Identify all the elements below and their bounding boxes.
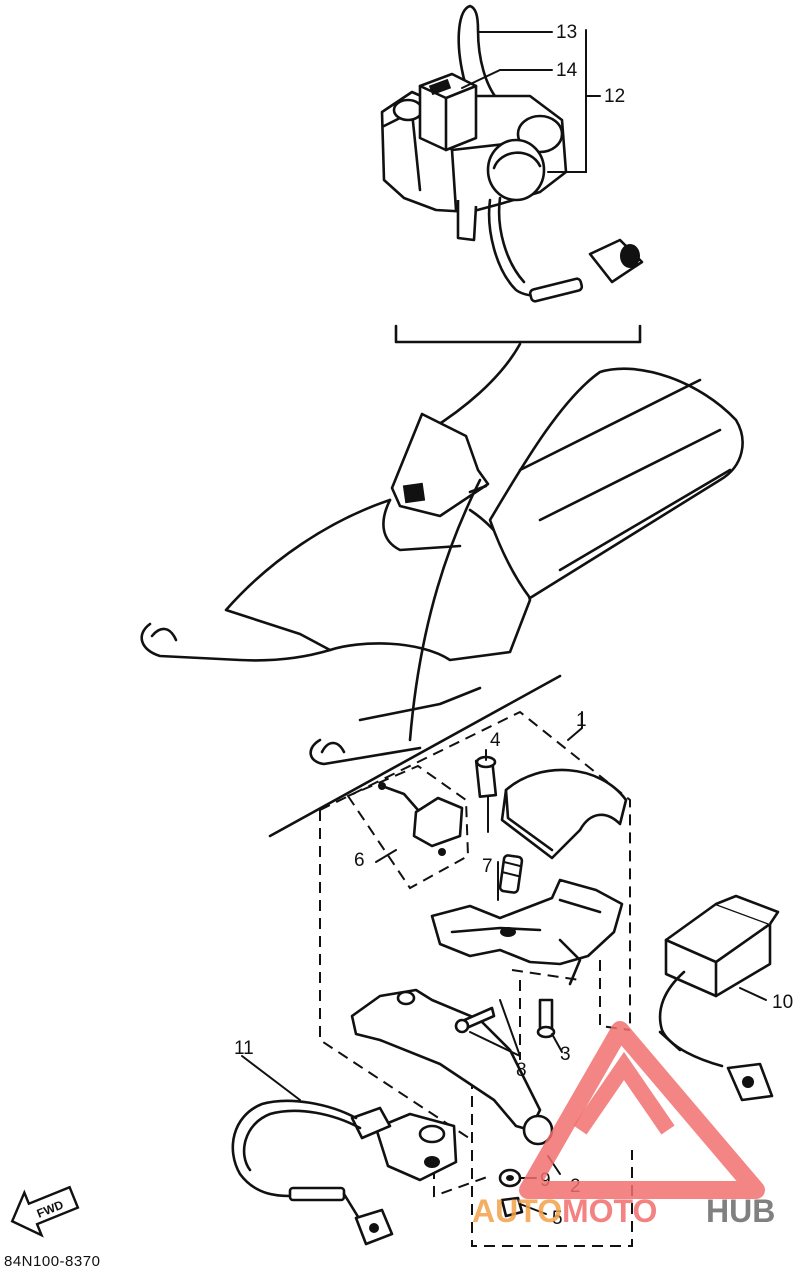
callout-4: 4	[490, 730, 501, 751]
callout-1: 1	[576, 710, 587, 731]
callout-12: 12	[604, 86, 625, 107]
group-boundary-1	[319, 710, 631, 1141]
callout-7: 7	[482, 856, 493, 877]
watermark-text-auto: AUTO	[472, 1193, 562, 1229]
watermark-text-hub: HUB	[706, 1193, 775, 1229]
callout-8: 8	[516, 1060, 527, 1081]
callout-14: 14	[556, 60, 578, 81]
seat	[488, 367, 744, 600]
drawing-code: 84N100-8370	[4, 1253, 100, 1270]
throttle-housing-assembly	[380, 4, 644, 344]
lever-cover	[500, 768, 628, 860]
fwd-arrow-icon: FWD	[10, 1185, 80, 1238]
watermark-text-moto: MOTO	[562, 1193, 657, 1229]
callout-13: 13	[556, 22, 577, 43]
callout-3: 3	[560, 1044, 571, 1065]
snowmobile-outline	[140, 342, 744, 838]
watermark-triangle	[519, 1021, 765, 1199]
callout-labels: 13 14 12 1 4 6 7 10 3 8 11 2 9 5	[234, 22, 793, 1229]
switch-assembly-11	[231, 1099, 458, 1246]
callout-leaders-top	[461, 29, 601, 173]
group-boundary-6	[346, 764, 470, 890]
callout-10: 10	[772, 992, 793, 1013]
bolt-4	[474, 755, 498, 833]
relay-10	[658, 894, 780, 1102]
lever-assembly	[231, 710, 780, 1247]
callout-6: 6	[354, 850, 365, 871]
lever-holder	[430, 878, 624, 966]
callout-5: 5	[552, 1208, 563, 1229]
callout-9: 9	[540, 1170, 551, 1191]
watermark-logo: AUTO MOTO HUB	[472, 1021, 775, 1229]
callout-11: 11	[234, 1038, 254, 1059]
switch-6	[412, 796, 464, 848]
